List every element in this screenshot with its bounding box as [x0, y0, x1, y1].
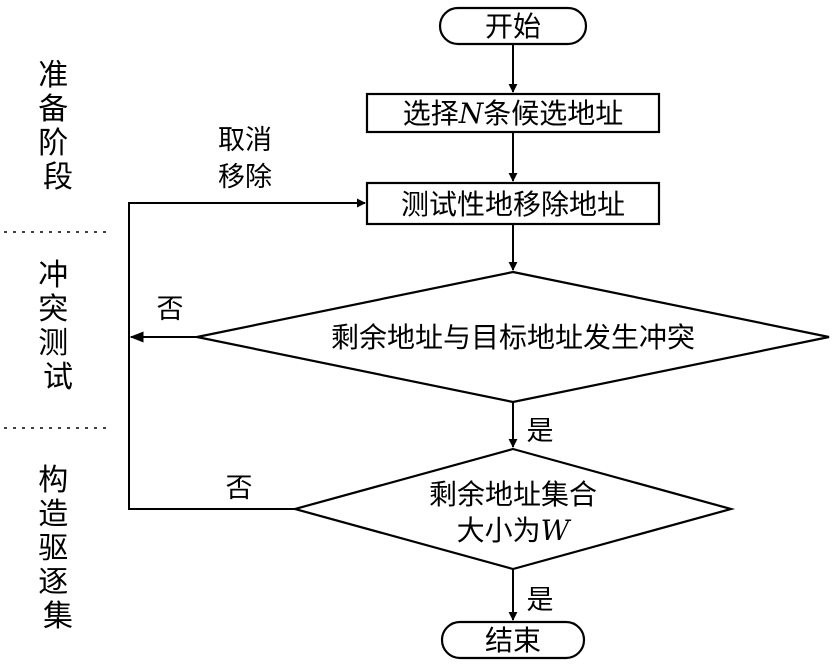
phase-conflict-char: 突	[38, 292, 68, 327]
start-label: 开始	[485, 10, 541, 43]
phase-prep-char: 段	[43, 160, 73, 195]
select-suffix: 条候选地址	[483, 97, 623, 130]
end-label: 结束	[485, 624, 541, 657]
select-prefix: 选择	[403, 97, 459, 130]
phase-prep-label: 准 备 阶 段	[38, 58, 78, 195]
phase-build-char: 驱	[38, 531, 68, 566]
cancel-label-line2: 移除	[218, 162, 272, 193]
phase-build-char: 集	[43, 599, 73, 634]
decision-conflict-label: 剩余地址与目标地址发生冲突	[331, 321, 695, 354]
phase-build-char: 造	[38, 497, 68, 532]
decision-size-var: W	[541, 514, 572, 547]
end-terminal	[440, 620, 586, 660]
decision-size-prefix: 大小为	[457, 514, 541, 547]
select-candidates-box	[365, 92, 661, 134]
decision-size-label-line2: 大小为W	[457, 514, 572, 547]
yes-label-2: 是	[527, 585, 554, 616]
phase-prep-char: 备	[38, 92, 68, 127]
phase-build-char: 构	[38, 463, 68, 498]
phase-prep-char: 准	[38, 58, 68, 93]
no-label-2: 否	[226, 473, 253, 504]
phase-build-label: 构 造 驱 逐 集	[38, 463, 78, 634]
yes-label-1: 是	[527, 416, 554, 447]
no-label-1: 否	[157, 294, 184, 325]
cancel-label-line1: 取消	[218, 125, 272, 156]
decision-size-label-line1: 剩余地址集合	[429, 478, 597, 511]
phase-conflict-label: 冲 突 测 试	[38, 258, 78, 395]
remove-address-label: 测试性地移除地址	[401, 188, 625, 221]
select-var: N	[458, 97, 485, 130]
phase-conflict-char: 冲	[38, 258, 68, 293]
arrow-decision2-no-loop	[128, 198, 366, 510]
phase-conflict-char: 试	[43, 360, 73, 395]
select-candidates-label: 选择N条候选地址	[403, 97, 624, 130]
phase-prep-char: 阶	[38, 126, 68, 161]
phase-build-char: 逐	[38, 565, 68, 600]
phase-conflict-char: 测	[38, 326, 68, 361]
